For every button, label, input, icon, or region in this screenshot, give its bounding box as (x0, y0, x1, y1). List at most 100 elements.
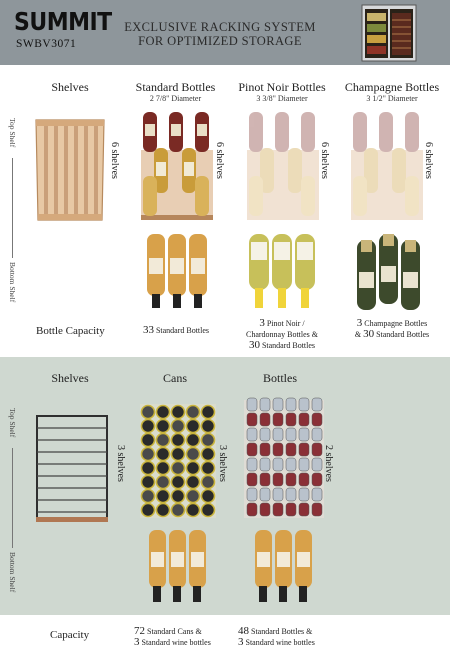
bottle-icon (298, 412, 310, 427)
bottle-icon (311, 427, 323, 442)
can-icon (185, 474, 201, 490)
footer (0, 615, 450, 663)
can-icon (140, 460, 156, 476)
shelf-range-line-2 (12, 448, 13, 548)
bottle-icon (259, 457, 271, 472)
capacity-pinot-num2: 30 (248, 339, 260, 351)
capacity-champagne-text: Champagne Bottles (364, 319, 428, 328)
bottles-image (244, 397, 324, 518)
bottle-icon (259, 427, 271, 442)
capacity-pinot-line2: Chardonnay Bottles & (246, 330, 318, 339)
title-line-2: FOR OPTIMIZED STORAGE (138, 34, 302, 48)
capacity-pinot-line3: Standard Bottles (261, 341, 316, 350)
can-icon (155, 488, 171, 504)
can-icon (170, 488, 186, 504)
bottom-wine-bottles-bottles (255, 530, 312, 602)
bottle-icon (285, 427, 297, 442)
bottle-icon (285, 412, 297, 427)
can-icon (185, 432, 201, 448)
bottom-wine-bottles-cans (149, 530, 206, 602)
bottle-capacity-label: Bottle Capacity (36, 325, 105, 337)
bottle-icon (285, 502, 297, 517)
bottle-icon (246, 472, 258, 487)
capacity-pinot: 3 Pinot Noir / Chardonnay Bottles & 30 S… (232, 318, 332, 351)
bottle-icon (272, 457, 284, 472)
top-shelf-label-2: Top Shelf (8, 408, 17, 438)
title-line-1: EXCLUSIVE RACKING SYSTEM (124, 20, 316, 34)
capacity-cans-text1: Standard Cans & (147, 627, 202, 636)
champagne-rack-image (351, 112, 423, 220)
shelf-count-standard: 6 shelves (109, 142, 120, 179)
cans-image (140, 404, 216, 518)
bottle-icon (285, 472, 297, 487)
can-icon (170, 404, 186, 420)
capacity-pinot-text: Pinot Noir / (266, 319, 305, 328)
bottle-icon (259, 412, 271, 427)
can-icon (140, 432, 156, 448)
bottle-icon (298, 397, 310, 412)
can-icon (185, 418, 201, 434)
bottle-icon (272, 502, 284, 517)
col-title-shelves-2: Shelves (51, 371, 89, 385)
wire-shelf-image (36, 415, 108, 522)
can-icon (185, 488, 201, 504)
beverage-racking-section (0, 357, 450, 615)
bottle-icon (246, 397, 258, 412)
header: SUMMIT SWBV3071 EXCLUSIVE RACKING SYSTEM… (0, 0, 450, 65)
bottom-shelf-label-2: Bottom Shelf (8, 552, 17, 593)
wood-shelf-image (35, 119, 105, 221)
can-icon (200, 502, 216, 518)
can-icon (185, 502, 201, 518)
bottle-icon (272, 397, 284, 412)
capacity-standard-num: 33 (142, 324, 154, 336)
can-icon (155, 446, 171, 462)
bottle-icon (272, 487, 284, 502)
shelf-count-pinot: 6 shelves (214, 142, 225, 179)
bottom-champagne-bottles-image (357, 234, 420, 310)
col-sub-standard: 2 7/8" Diameter (149, 94, 202, 103)
can-icon (155, 418, 171, 434)
can-icon (170, 432, 186, 448)
bottle-icon (298, 442, 310, 457)
capacity-champagne-line2: Standard Bottles (376, 330, 430, 339)
bottom-shelf-label: Bottom Shelf (8, 262, 17, 303)
col-sub-pinot: 3 3/8" Diameter (256, 94, 308, 103)
can-icon (185, 446, 201, 462)
bottle-icon (272, 412, 284, 427)
capacity-standard-text: Standard Bottles (155, 326, 210, 335)
bottle-icon (285, 397, 297, 412)
capacity-bottles-num1: 48 (238, 625, 249, 637)
capacity-bottles-num2: 3 (238, 636, 244, 648)
bottle-icon (311, 442, 323, 457)
capacity-cans-text2: Standard wine bottles (141, 638, 211, 647)
bottom-pinot-bottles-image (249, 234, 315, 308)
can-icon (155, 502, 171, 518)
bottle-icon (285, 487, 297, 502)
can-icon (170, 474, 186, 490)
shelf-count-extra: 6 shelves (423, 142, 434, 179)
can-icon (200, 488, 216, 504)
shelf-count-champagne: 6 shelves (319, 142, 330, 179)
can-icon (140, 404, 156, 420)
capacity-pinot-num: 3 (259, 317, 265, 329)
can-icon (200, 432, 216, 448)
capacity-cans-num2: 3 (134, 636, 140, 648)
bottle-icon (311, 502, 323, 517)
wine-cooler-icon (361, 4, 417, 62)
bottle-icon (246, 442, 258, 457)
col-title-standard: Standard Bottles (135, 80, 216, 94)
capacity-champagne-num2: 30 (363, 328, 375, 340)
shelf-range-line (12, 158, 13, 258)
capacity-champagne-prefix: & (354, 330, 364, 339)
standard-bottles-image (141, 112, 213, 220)
bottle-icon (298, 487, 310, 502)
bottle-icon (259, 472, 271, 487)
capacity-cans: 72 Standard Cans & 3 Standard wine bottl… (124, 626, 224, 648)
col-title-cans: Cans (163, 371, 187, 385)
col-sub-champagne: 3 1/2" Diameter (366, 94, 418, 103)
bottle-icon (311, 412, 323, 427)
col-title-shelves: Shelves (51, 80, 89, 94)
bottle-icon (259, 487, 271, 502)
can-icon (140, 474, 156, 490)
can-icon (155, 474, 171, 490)
